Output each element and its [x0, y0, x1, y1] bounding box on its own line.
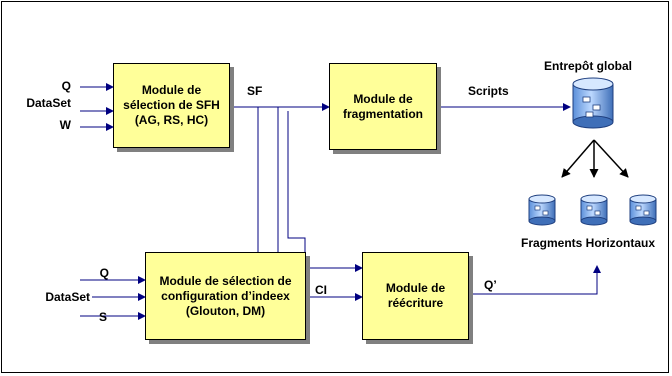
global-warehouse-icon [572, 77, 614, 129]
input-dataset-top: DataSet [26, 96, 71, 110]
arrow-fragment-left [561, 139, 595, 178]
label-qprime: Q’ [484, 278, 497, 292]
label-scripts: Scripts [468, 84, 509, 98]
input-s-bottom: S [98, 310, 107, 324]
input-q-top: Q [61, 79, 71, 93]
input-q-bottom: Q [99, 266, 109, 280]
module-index-selection[interactable]: Module de sélection de configuration d’i… [145, 252, 306, 340]
fragment-icon-1 [528, 194, 556, 226]
arrow-qprime [472, 265, 601, 295]
fragment-icon-3 [629, 194, 657, 226]
module-fragmentation[interactable]: Module de fragmentation [329, 63, 437, 150]
input-dataset-bottom: DataSet [45, 290, 90, 304]
input-w-top: W [59, 118, 71, 132]
module-sfh-selection[interactable]: Module de sélection de SFH (AG, RS, HC) [113, 63, 230, 148]
label-global-warehouse: Entrepôt global [544, 59, 632, 73]
arrow-sf-to-rewrite-2 [287, 111, 306, 266]
label-ci: CI [315, 283, 327, 297]
label-horizontal-fragments: Fragments Horizontaux [521, 236, 656, 250]
fragment-icon-2 [580, 194, 608, 226]
arrow-fragment-right [593, 139, 629, 178]
label-sf: SF [247, 84, 263, 98]
module-rewrite[interactable]: Module de réécriture [362, 252, 469, 340]
